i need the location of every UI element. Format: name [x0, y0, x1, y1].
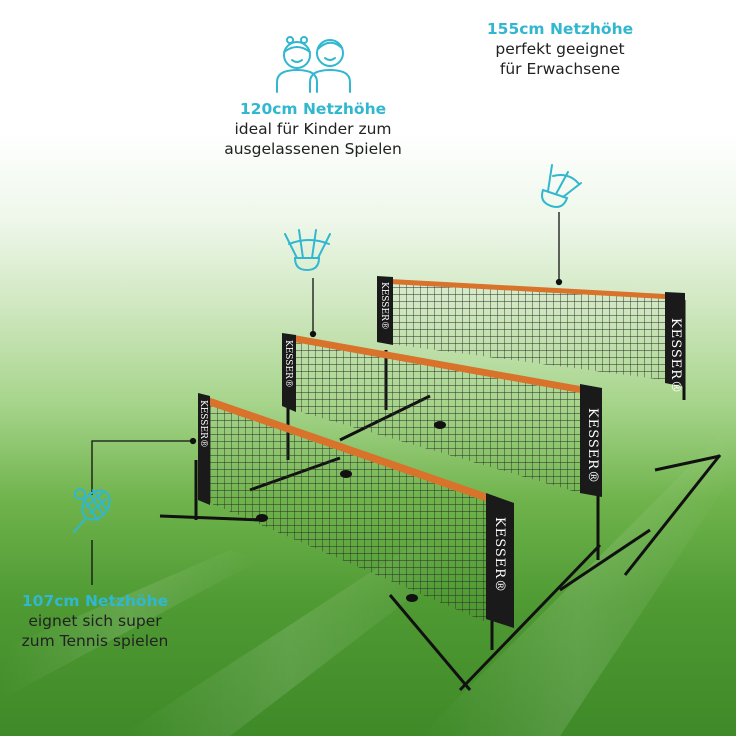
leader-lines	[91, 212, 563, 585]
brand-label-front: KESSER®	[492, 517, 507, 593]
callout-107cm: 107cm Netzhöhe eignet sich super zum Ten…	[0, 592, 190, 651]
callout-107cm-line1: eignet sich super	[28, 611, 162, 630]
callout-120cm-line1: ideal für Kinder zum	[234, 119, 392, 138]
callout-155cm: 155cm Netzhöhe perfekt geeignet für Erwa…	[460, 20, 660, 79]
tennis-racket-icon	[73, 488, 111, 533]
callout-120cm-height: 120cm Netzhöhe	[239, 100, 387, 118]
brand-label-mid: KESSER®	[585, 408, 600, 484]
net-120cm	[249, 333, 722, 592]
net-107cm	[159, 393, 602, 692]
callout-155cm-line2: für Erwachsene	[499, 59, 621, 78]
callout-120cm: 120cm Netzhöhe ideal für Kinder zum ausg…	[193, 100, 433, 159]
callout-155cm-line1: perfekt geeignet	[495, 39, 625, 58]
shuttlecock-icon-right	[541, 164, 582, 208]
net-155cm	[339, 276, 721, 472]
shuttlecock-icon	[284, 229, 331, 272]
kids-icon	[276, 36, 351, 93]
brand-label-back-left: KESSER®	[379, 282, 389, 330]
callout-120cm-line2: ausgelassenen Spielen	[224, 139, 402, 158]
callout-155cm-height: 155cm Netzhöhe	[486, 20, 634, 38]
callout-107cm-height: 107cm Netzhöhe	[21, 592, 169, 610]
brand-label-mid-left: KESSER®	[283, 340, 293, 388]
brand-label-back: KESSER®	[668, 318, 683, 394]
brand-label-front-left: KESSER®	[198, 400, 208, 448]
callout-107cm-line2: zum Tennis spielen	[21, 631, 169, 650]
